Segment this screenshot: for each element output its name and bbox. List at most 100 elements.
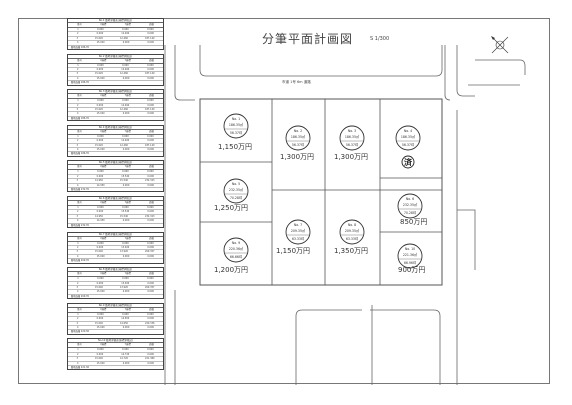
table-cell: 0.000 <box>122 361 130 365</box>
table-cell: 0.000 <box>147 32 154 36</box>
table-cell: 209.357 <box>145 285 155 289</box>
table-header-cell: 面積 <box>149 58 154 62</box>
table-cell: 2 <box>77 317 79 321</box>
table-cell: 3 <box>76 214 78 218</box>
table-header-cell: X座標 <box>100 165 107 169</box>
table-header-cell: Y座標 <box>124 272 131 276</box>
table-cell: 12.460 <box>119 72 129 76</box>
table-cell: 12.460 <box>121 67 130 71</box>
table-cell: 0.000 <box>147 312 154 316</box>
table-cell: 15.040 <box>96 361 105 365</box>
table-cell: 0.000 <box>147 241 154 245</box>
table-cell: 0.000 <box>147 76 154 80</box>
table-cell: 221.389 <box>145 357 155 361</box>
table-cell: 15.020 <box>94 107 103 111</box>
table-header-cell: 面積 <box>149 23 154 26</box>
table-cell: 3 <box>76 285 78 289</box>
lot-no: No. 5 <box>232 182 240 186</box>
road-lines <box>164 45 526 385</box>
lot-tsubo: 66.96坪 <box>404 260 417 265</box>
table-cell: 0.000 <box>147 206 154 209</box>
table-sum: 敷地面積 209.35 <box>71 294 89 298</box>
lot-tsubo: 70.28坪 <box>230 195 243 200</box>
table-cell: 232.323 <box>145 214 155 218</box>
table-cell: 0.000 <box>96 32 104 36</box>
table-cell: 15.540 <box>121 174 130 178</box>
table-cell: 0.000 <box>122 241 129 245</box>
table-cell: 14.720 <box>121 352 130 356</box>
table-cell: 1 <box>77 241 79 245</box>
table-header-cell: X座標 <box>100 129 107 133</box>
table-cell: 4 <box>77 41 79 45</box>
lot-price: 900万円 <box>398 266 426 274</box>
table-cell: 187.149 <box>145 72 155 76</box>
table-cell: 4 <box>77 361 79 365</box>
table-cell: 0.000 <box>122 99 129 103</box>
table-cell: 3 <box>76 357 78 361</box>
table-cell: 0.000 <box>122 63 129 67</box>
table-cell: 0.000 <box>147 183 154 187</box>
table-cell: 1 <box>77 277 79 281</box>
table-cell: 0.000 <box>97 206 104 209</box>
table-cell: 0.000 <box>96 317 104 321</box>
table-cell: 0.000 <box>122 134 129 138</box>
table-cell: 2 <box>77 139 79 143</box>
sold-mark: 済 <box>404 157 413 167</box>
table-header-cell: 面積 <box>149 272 154 276</box>
table-cell: 0.000 <box>97 312 104 316</box>
table-cell: 4 <box>77 147 79 151</box>
table-header-cell: 番号 <box>77 272 82 276</box>
table-caption: No.3 敷地求積表(座標求積法) <box>68 90 163 95</box>
table-cell: 2 <box>77 245 79 249</box>
lot-marker-circle <box>285 219 311 245</box>
table-header-cell: Y座標 <box>124 236 131 240</box>
lot-marker-circle <box>223 178 249 204</box>
table-cell: 187.149 <box>145 143 155 147</box>
table-cell: 15.540 <box>121 210 130 214</box>
lot-no: No. 10 <box>405 247 415 251</box>
table-header-cell: 番号 <box>77 236 82 240</box>
table-cell: 0.000 <box>122 41 130 45</box>
table-cell: 1 <box>77 170 79 174</box>
table-caption: No.5 敷地求積表(座標求積法) <box>68 161 163 166</box>
table-caption: No.9 敷地求積表(座標求積法) <box>68 304 163 308</box>
lot-area: 186.35㎡ <box>229 122 244 127</box>
table-cell: 2 <box>77 103 79 107</box>
table-cell: 0.000 <box>96 245 104 249</box>
lot-tsubo: 56.37坪 <box>402 142 415 147</box>
table-cell: 4 <box>77 183 79 187</box>
table-cell: 0.000 <box>122 219 130 223</box>
table-cell: 209.357 <box>145 250 155 254</box>
table-cell: 0.000 <box>96 174 104 178</box>
table-cell: 15.020 <box>94 36 103 40</box>
table-cell: 0.000 <box>97 134 104 138</box>
table-header-cell: 面積 <box>149 236 154 240</box>
table-cell: 0.000 <box>147 317 154 321</box>
table-cell: 15.540 <box>119 179 129 183</box>
table-cell: 0.000 <box>147 361 154 365</box>
table-cell: 0.000 <box>147 63 154 67</box>
lot-marker-circle <box>397 243 423 269</box>
